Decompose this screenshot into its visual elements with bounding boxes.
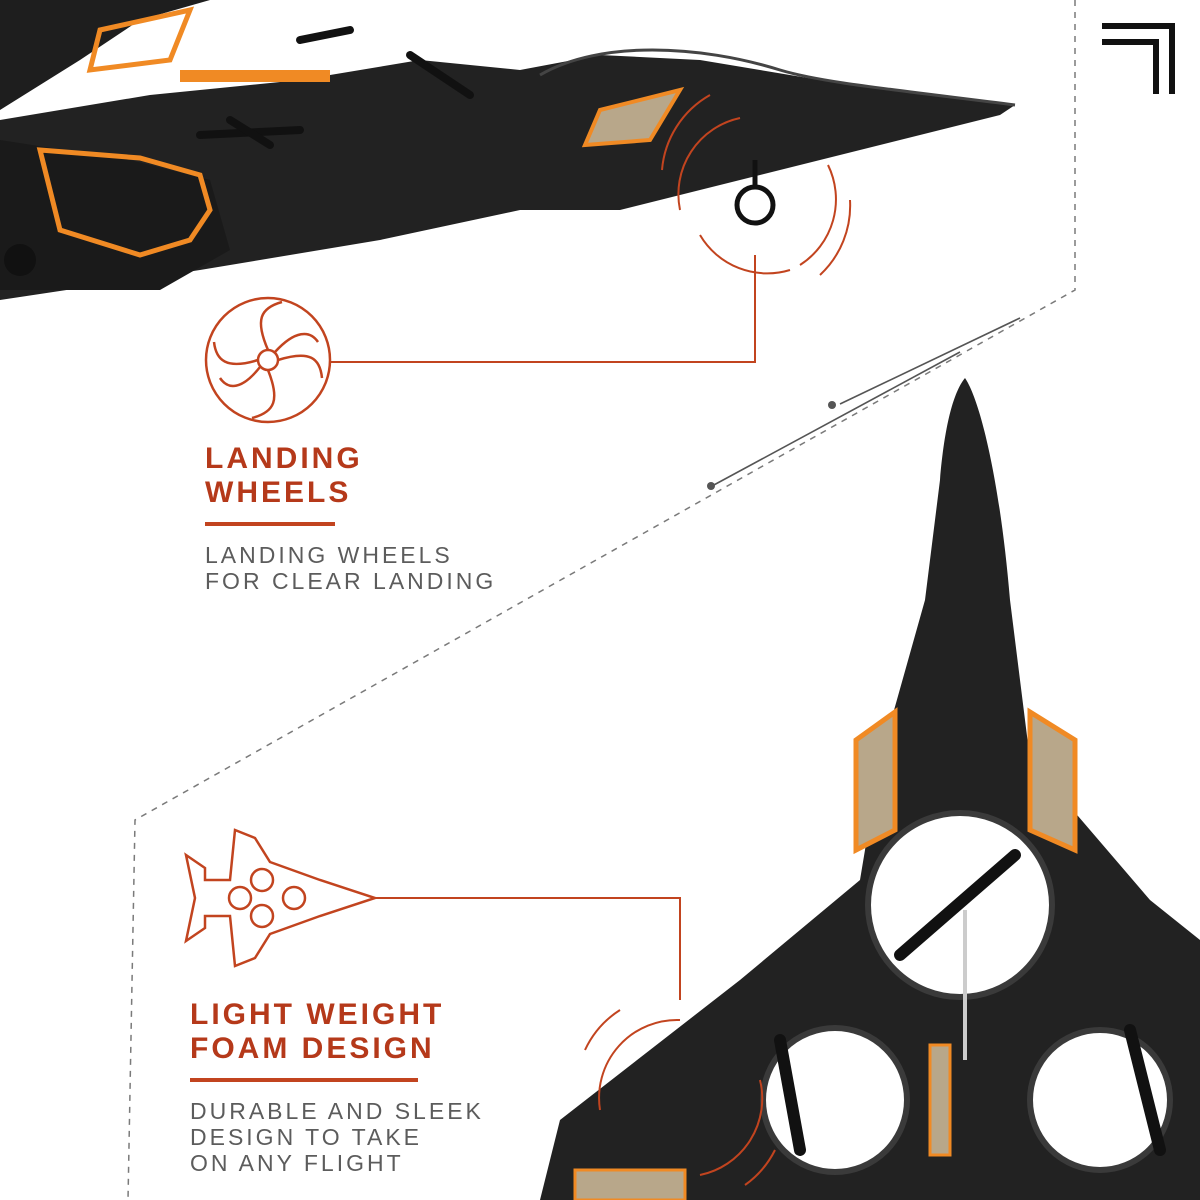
- feature-title: LIGHT WEIGHT FOAM DESIGN: [190, 998, 530, 1066]
- feature-foam-design: LIGHT WEIGHT FOAM DESIGN DURABLE AND SLE…: [190, 998, 530, 1176]
- fan-wheel-icon: [204, 296, 332, 424]
- feature-description: LANDING WHEELS FOR CLEAR LANDING: [205, 542, 545, 594]
- feature-desc-line: ON ANY FLIGHT: [190, 1150, 404, 1176]
- feature-desc-line: LANDING WHEELS: [205, 542, 453, 568]
- feature-divider: [190, 1078, 418, 1082]
- feature-description: DURABLE AND SLEEK DESIGN TO TAKE ON ANY …: [190, 1098, 530, 1176]
- feature-title-line: FOAM DESIGN: [190, 1032, 435, 1065]
- feature-desc-line: DURABLE AND SLEEK: [190, 1098, 484, 1124]
- wheel-callout-rings: [330, 94, 852, 363]
- dashed-divider: [127, 0, 1076, 1200]
- jet-outline-icon: [184, 828, 380, 968]
- feature-desc-line: DESIGN TO TAKE: [190, 1124, 423, 1150]
- feature-title-line: LIGHT WEIGHT: [190, 998, 445, 1031]
- feature-desc-line: FOR CLEAR LANDING: [205, 568, 497, 594]
- feature-title-line: WHEELS: [205, 476, 352, 509]
- feature-title-line: LANDING: [205, 442, 363, 475]
- foam-callout-rings: [375, 897, 776, 1186]
- plane-side-view-image: [0, 0, 1016, 300]
- speed-lines: [707, 317, 1021, 490]
- bracket-logo-icon: [1102, 23, 1175, 94]
- feature-title: LANDING WHEELS: [205, 442, 545, 510]
- feature-landing-wheels: LANDING WHEELS LANDING WHEELS FOR CLEAR …: [205, 442, 545, 594]
- feature-divider: [205, 522, 335, 526]
- plane-top-view-image: [540, 378, 1200, 1200]
